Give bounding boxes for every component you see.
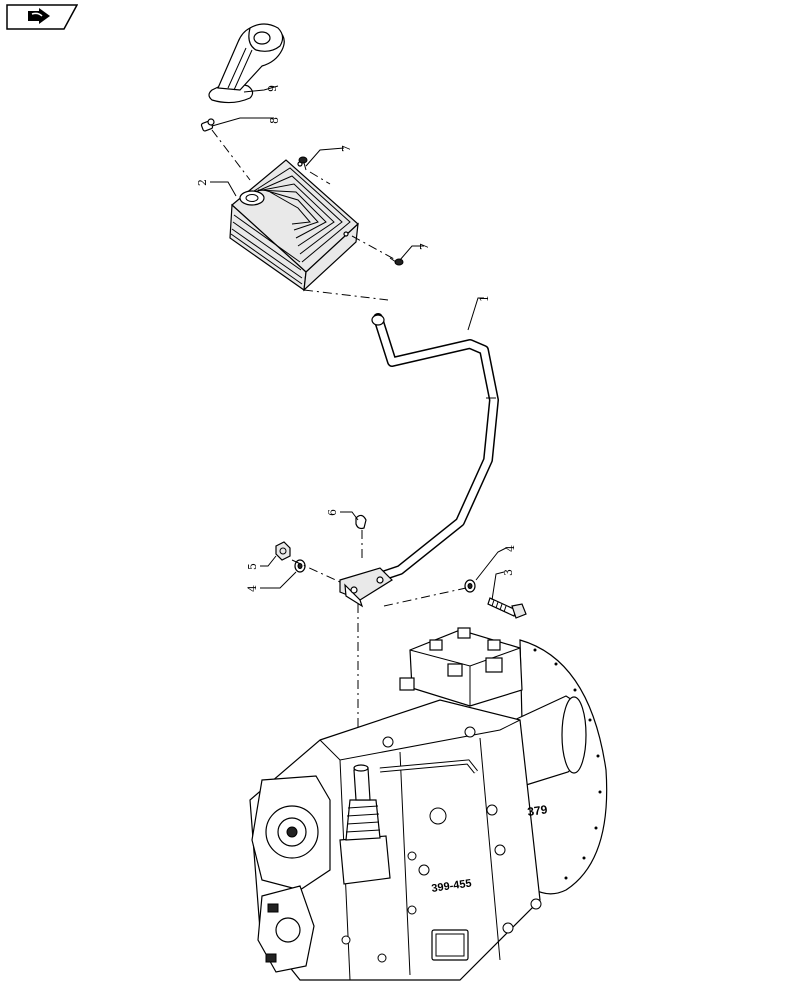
pin-part-8[interactable]	[200, 118, 215, 132]
screw-part-7-lower[interactable]	[389, 257, 404, 266]
callout-8: 8	[268, 117, 281, 124]
washer-part-4-right[interactable]	[464, 579, 476, 593]
screw-part-7-upper[interactable]	[298, 156, 308, 171]
next-page-button[interactable]	[6, 4, 79, 30]
callout-7-upper: 7	[340, 145, 353, 152]
shift-lever-part-1[interactable]	[339, 313, 499, 608]
callout-6: 6	[326, 509, 339, 516]
shift-boot-part-2[interactable]	[229, 159, 359, 292]
bolt-part-3[interactable]	[487, 597, 527, 619]
callout-4-right: 4	[504, 545, 517, 552]
housing-number-399-455: 399-455	[431, 877, 473, 895]
callout-1: 1	[478, 295, 491, 302]
clip-part-6[interactable]	[355, 514, 367, 530]
transmission-assembly: 379 399-455	[249, 627, 608, 981]
nut-part-5[interactable]	[275, 541, 291, 561]
callout-5: 5	[246, 563, 259, 570]
housing-number-379: 379	[526, 802, 548, 819]
callout-labels: 9 8 7 2 7 1 6 5 4 4 3	[196, 85, 517, 592]
callout-leaders	[210, 85, 507, 601]
next-page-arrow-icon	[6, 4, 79, 30]
callout-9: 9	[266, 85, 279, 92]
shift-knob-part-9[interactable]	[208, 23, 285, 104]
callout-2: 2	[196, 179, 209, 186]
callout-3: 3	[502, 569, 515, 576]
callout-7-lower: 7	[418, 243, 431, 250]
callout-4-left: 4	[246, 585, 259, 592]
